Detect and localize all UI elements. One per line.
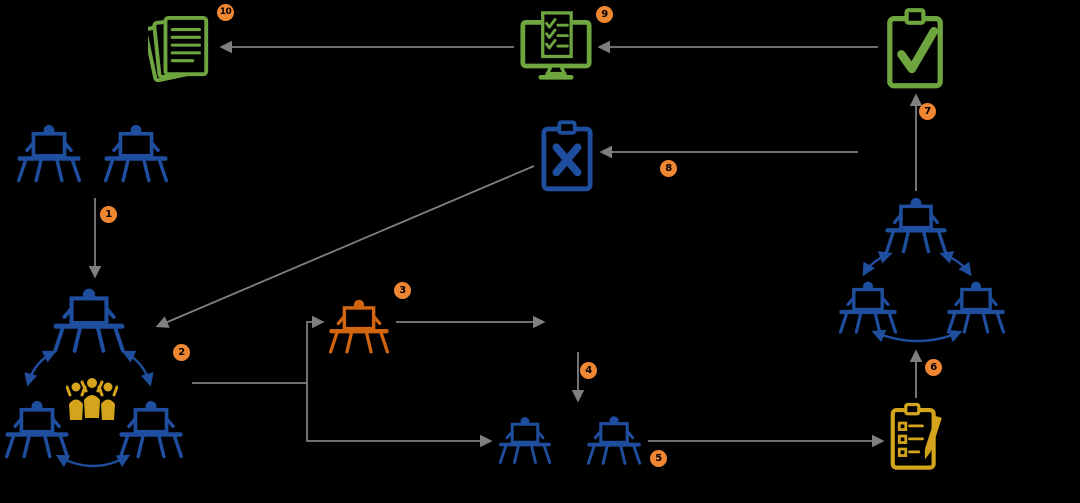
people-group-icon bbox=[66, 372, 118, 426]
cluster-left-arrow-a bbox=[24, 350, 57, 387]
workstation-icon-cluster-left-bl bbox=[4, 388, 70, 470]
step-badge-3: 3 bbox=[394, 282, 411, 299]
workstation-icon-cluster-right-top bbox=[884, 193, 948, 257]
cluster-left-arrow-b bbox=[121, 350, 154, 387]
step-badge-6: 6 bbox=[925, 359, 942, 376]
step-badge-9: 9 bbox=[596, 6, 613, 23]
clipboard-x-icon bbox=[540, 118, 594, 194]
step-badge-1: 1 bbox=[100, 206, 117, 223]
workstation-icon-cluster-right-bl bbox=[838, 276, 898, 338]
monitor-checklist-icon bbox=[520, 8, 592, 86]
cluster-right-arrow-c bbox=[871, 329, 963, 343]
step-badge-7: 7 bbox=[919, 103, 936, 120]
arrow-reject-return bbox=[155, 165, 535, 328]
step-badge-10: 10 bbox=[217, 4, 234, 21]
workstation-icon-cluster-right-br bbox=[946, 276, 1006, 338]
step-badge-8: 8 bbox=[660, 160, 677, 177]
step-badge-2: 2 bbox=[173, 344, 190, 361]
cluster-right-arrow-a bbox=[862, 251, 893, 277]
workstation-icon-pair-right bbox=[586, 408, 642, 472]
arrow-to-workstation-pair bbox=[306, 383, 493, 448]
arrow-to-orange-workstation bbox=[306, 315, 325, 383]
workstation-icon-cluster-left-br bbox=[118, 388, 184, 470]
workstation-icon-cluster-left-top bbox=[52, 284, 126, 356]
step-badge-5: 5 bbox=[650, 450, 667, 467]
stacked-documents-icon bbox=[148, 10, 214, 88]
workstation-icon-single-1 bbox=[16, 116, 82, 190]
step-badge-4: 4 bbox=[580, 362, 597, 379]
workstation-icon-orange bbox=[328, 292, 390, 360]
cluster-right-arrow-b bbox=[939, 251, 972, 277]
workstation-icon-single-2 bbox=[103, 116, 169, 190]
clipboard-check-icon bbox=[884, 6, 946, 90]
cluster-left-arrow-c bbox=[55, 454, 131, 468]
clipboard-pencil-icon bbox=[890, 402, 942, 472]
workstation-icon-pair-left bbox=[498, 408, 552, 472]
